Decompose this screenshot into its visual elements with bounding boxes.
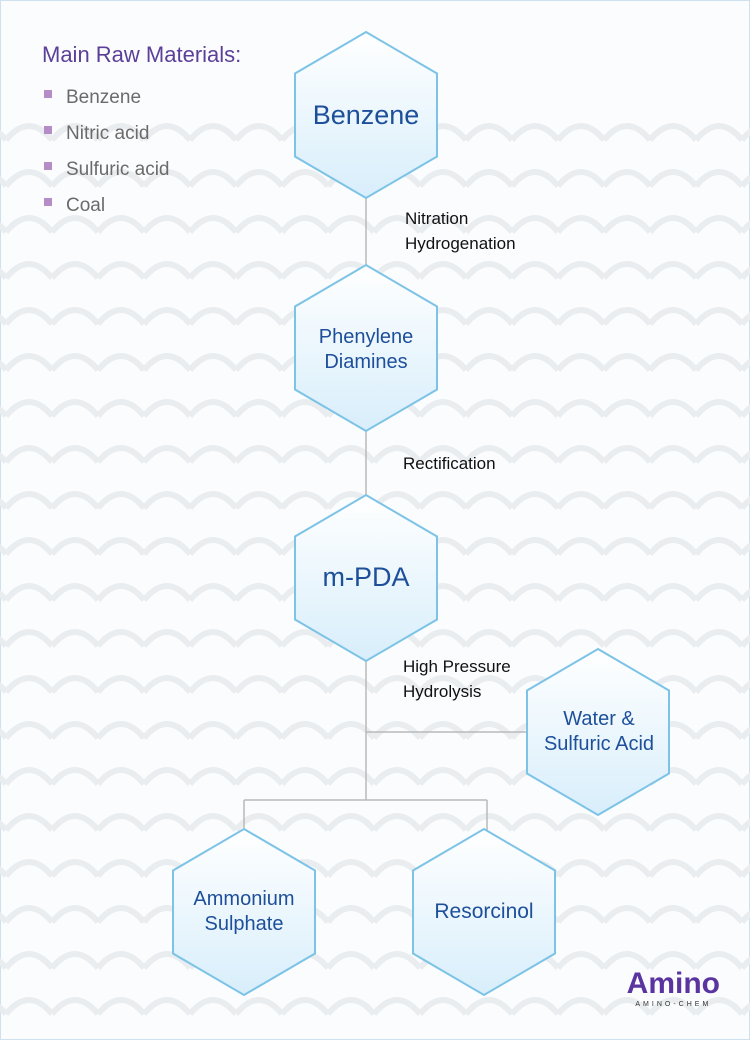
raw-material-label: Sulfuric acid (66, 159, 170, 180)
node-mpda-label: m-PDA (322, 562, 410, 593)
raw-material-item: Sulfuric acid (42, 152, 241, 188)
node-benzene-label: Benzene (312, 100, 420, 131)
raw-materials-panel: Main Raw Materials: Benzene Nitric acid … (42, 42, 241, 224)
bullet-icon (44, 126, 52, 134)
pattern-row (0, 997, 750, 1016)
bullet-icon (44, 198, 52, 206)
node-phenylene-diamines-label: Phenylene Diamines (318, 326, 414, 373)
step-high-pressure-hydrolysis: High Pressure Hydrolysis (403, 657, 511, 701)
pattern-row (0, 215, 750, 234)
step-nitration-hydrogenation: Nitration Hydrogenation (405, 209, 516, 253)
pattern-row (0, 261, 750, 280)
raw-material-item: Coal (42, 188, 241, 224)
node-resorcinol-label: Resorcinol (434, 899, 534, 923)
raw-material-item: Nitric acid (42, 116, 241, 152)
bullet-icon (44, 90, 52, 98)
hex-water-sulfuric-acid (526, 647, 670, 817)
node-water-sulfuric-acid-label: Water & Sulfuric Acid (543, 708, 655, 755)
bullet-icon (44, 162, 52, 170)
raw-materials-list: Benzene Nitric acid Sulfuric acid Coal (42, 80, 241, 224)
logo-subtitle: AMINO-CHEM (635, 1001, 712, 1008)
step-rectification: Rectification (403, 454, 496, 473)
raw-material-label: Nitric acid (66, 123, 150, 144)
hex-benzene (294, 30, 438, 200)
raw-material-label: Benzene (66, 87, 142, 108)
raw-material-item: Benzene (42, 80, 241, 116)
hex-mpda (294, 493, 438, 663)
pattern-row (0, 445, 750, 464)
pattern-row (0, 813, 750, 832)
pattern-lines (0, 123, 750, 1016)
raw-materials-title: Main Raw Materials: (42, 42, 242, 67)
raw-material-label: Coal (66, 195, 106, 216)
pattern-row (0, 491, 750, 510)
node-ammonium-sulphate-label: Ammonium Sulphate (193, 888, 295, 935)
logo-wordmark: Amino (626, 967, 720, 1000)
amino-logo: Amino AMINO-CHEM (626, 967, 720, 1009)
hex-ammonium-sulphate (172, 827, 316, 997)
hex-phenylene-diamines (294, 263, 438, 433)
hex-resorcinol (412, 827, 556, 997)
